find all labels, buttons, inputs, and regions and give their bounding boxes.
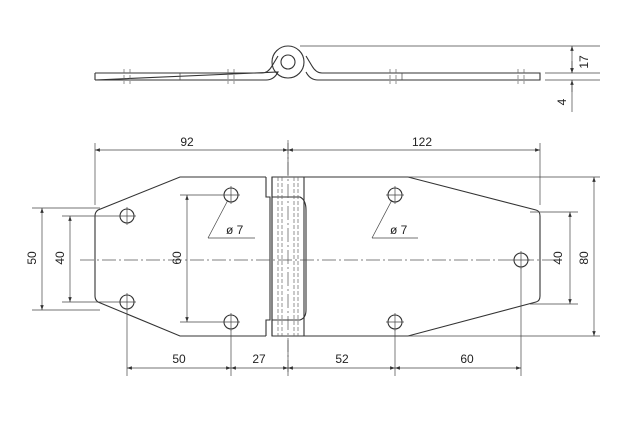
dim-side-height: 17 [577,55,591,69]
front-dimensions: 92 122 50 40 60 40 80 ø 7 ø 7 [25,135,600,376]
side-view [94,45,541,84]
dim-bottom-60: 60 [460,352,474,366]
dim-bottom-27: 27 [252,352,266,366]
dim-left-leaf-length: 92 [180,135,194,149]
dim-right-outer: 80 [577,251,591,265]
dim-right-inner: 40 [551,251,565,265]
dim-right-leaf-length: 122 [412,135,432,149]
dim-side-thickness: 4 [555,98,569,105]
side-dimensions: 17 4 [300,45,600,112]
dim-left-inner: 40 [53,251,67,265]
dim-hole-spacing: 60 [170,251,184,265]
front-view [80,140,560,372]
dim-bottom-52: 52 [335,352,349,366]
dim-bottom-50: 50 [172,352,186,366]
dim-left-outer: 50 [25,251,39,265]
callout-hole-right: ø 7 [390,223,408,237]
callout-hole-left: ø 7 [226,223,244,237]
